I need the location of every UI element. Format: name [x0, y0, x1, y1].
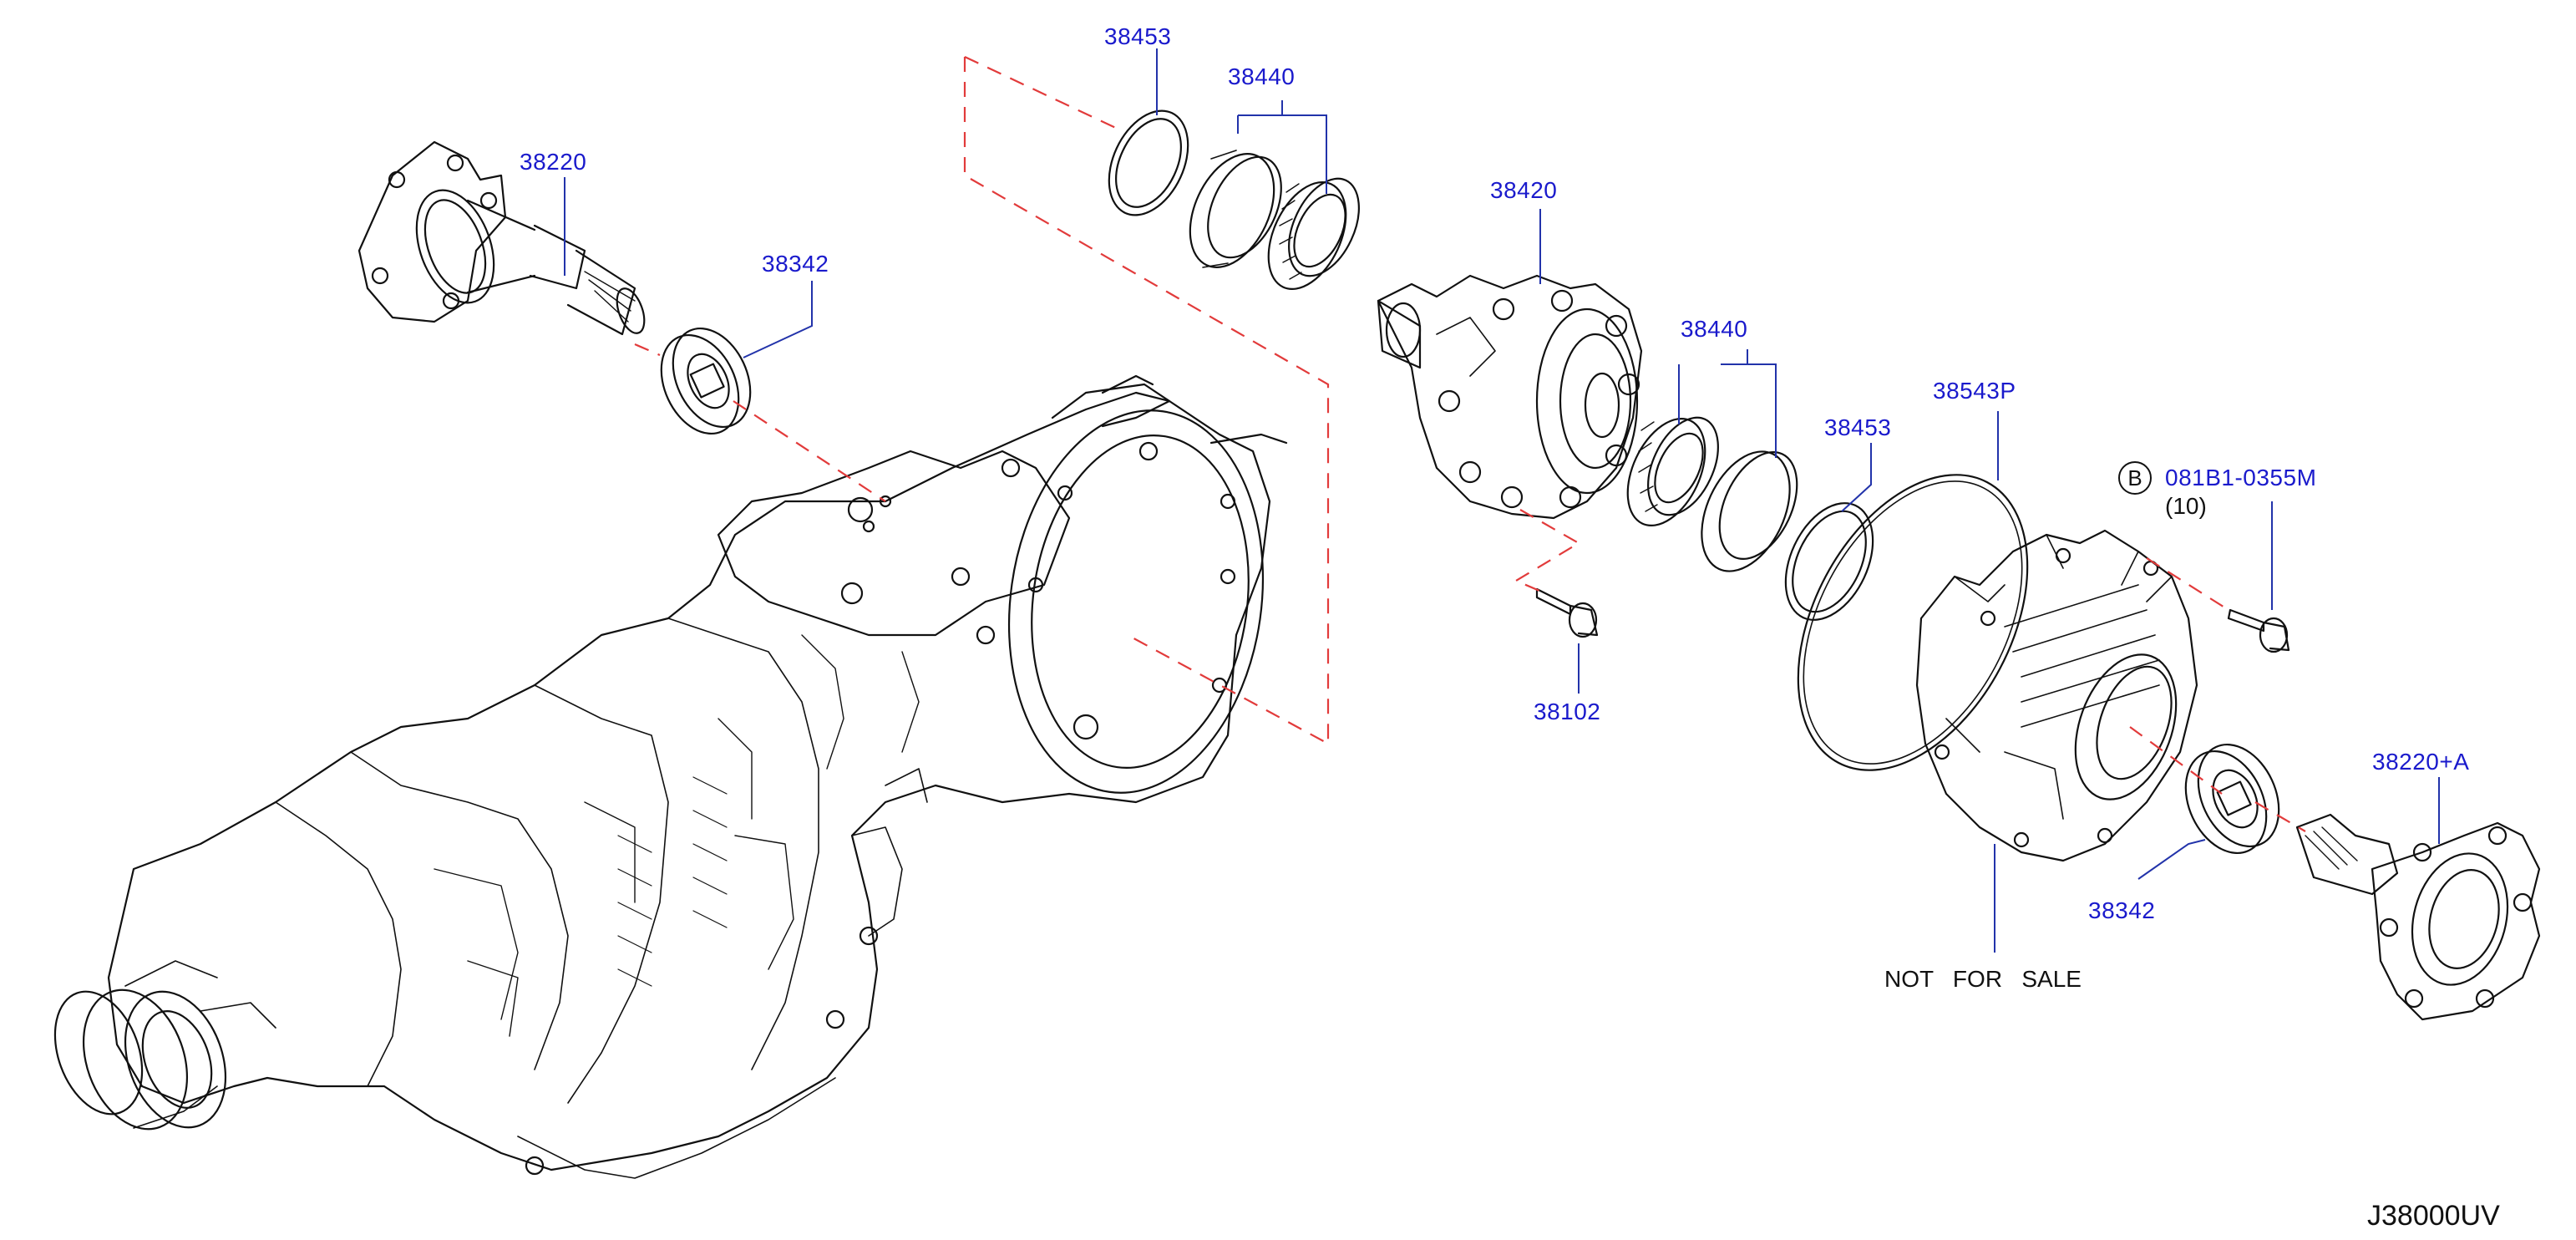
assembly-dashed-lines	[634, 56, 2306, 832]
callout-38440-mid[interactable]: 38440	[1681, 316, 1748, 342]
callout-081B1-0355M[interactable]: 081B1-0355M	[2165, 465, 2317, 490]
shim-ring-mid	[1784, 502, 1874, 621]
callout-38342-left[interactable]: 38342	[762, 251, 829, 277]
not-for-sale-label: NOT FOR SALE	[1884, 966, 2082, 992]
callout-38220[interactable]: 38220	[520, 149, 587, 175]
bearing-left	[660, 327, 752, 435]
leader-lines	[564, 48, 2440, 953]
o-ring	[1797, 474, 2029, 771]
side-cover-housing	[1915, 529, 2198, 862]
callout-38342-right[interactable]: 38342	[2088, 897, 2156, 923]
transmission-assembly	[53, 374, 1288, 1179]
callout-38102[interactable]: 38102	[1534, 699, 1601, 724]
callout-38453-mid[interactable]: 38453	[1824, 414, 1892, 440]
callout-38453-top[interactable]: 38453	[1104, 23, 1172, 49]
callout-38543P[interactable]: 38543P	[1933, 378, 2016, 404]
diagram-id: J38000UV	[2367, 1200, 2500, 1232]
badge-b: B	[2118, 461, 2152, 495]
callout-38440-top[interactable]: 38440	[1228, 64, 1296, 89]
bolt-38102	[1535, 587, 1599, 638]
callout-081B1-qty: (10)	[2165, 493, 2207, 519]
taper-roller-bearing-mid	[1626, 416, 1719, 527]
bearing-right	[2184, 743, 2280, 855]
bolt-081B1	[2227, 608, 2290, 653]
callout-38220A[interactable]: 38220+A	[2372, 749, 2470, 775]
shim-ring-top	[1108, 109, 1189, 216]
callout-38420[interactable]: 38420	[1490, 177, 1558, 203]
bearing-cup-top	[1189, 150, 1282, 268]
bearing-cup-mid	[1701, 450, 1798, 572]
differential-case	[1377, 274, 1643, 520]
output-flange-shaft-right	[2295, 813, 2541, 1021]
taper-roller-bearing-top	[1267, 177, 1360, 291]
output-flange-shaft-left	[357, 140, 646, 336]
